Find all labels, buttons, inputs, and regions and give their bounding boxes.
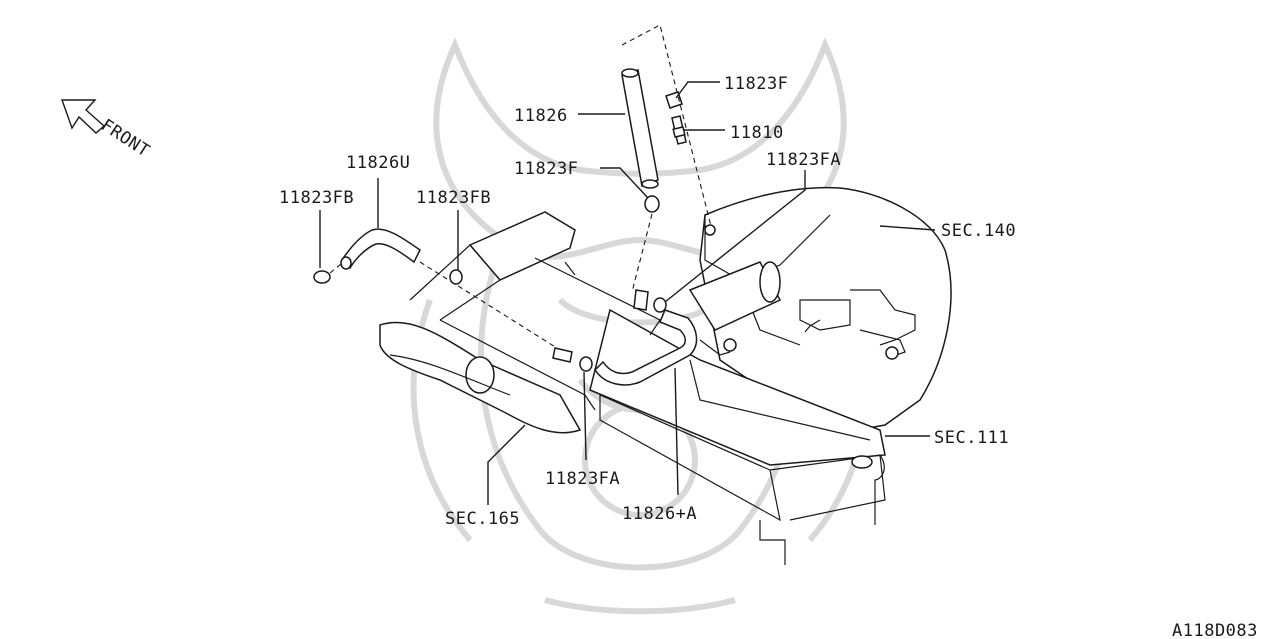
throttle-pipe <box>688 261 782 331</box>
figure-code: A118D083 <box>1172 621 1258 639</box>
intake-manifold-section <box>699 186 952 436</box>
callout-11823FB-mid: 11823FB <box>416 188 491 208</box>
front-label: FRONT <box>97 115 153 161</box>
hose-11826A <box>552 289 737 386</box>
callout-11826A: 11826+A <box>622 504 697 524</box>
callout-11810: 11810 <box>730 123 784 143</box>
callout-11823F-mid: 11823F <box>514 159 578 179</box>
front-arrow-icon <box>61 99 106 134</box>
clamp-11823F-top <box>665 91 683 109</box>
callout-sec165: SEC.165 <box>445 509 520 529</box>
callout-11823F-top: 11823F <box>724 74 788 94</box>
callout-11826: 11826 <box>514 106 568 126</box>
connection-lines <box>329 24 713 351</box>
callout-sec140: SEC.140 <box>941 221 1016 241</box>
callout-11826U: 11826U <box>346 153 410 173</box>
air-intake-tube <box>379 321 582 434</box>
leader-lines <box>319 81 936 505</box>
callout-11823FA-bottom: 11823FA <box>545 469 620 489</box>
pcv-valve-11810 <box>671 115 687 145</box>
hose-11826 <box>621 68 659 189</box>
fitting-top <box>704 224 716 236</box>
clamp-11823F-mid <box>644 195 660 213</box>
clamp-11823FB-mid <box>449 269 463 285</box>
callout-sec111: SEC.111 <box>934 428 1009 448</box>
left-bank-cover <box>409 211 661 411</box>
callout-11823FB-left: 11823FB <box>279 188 354 208</box>
callout-11823FA-top: 11823FA <box>766 150 841 170</box>
rocker-cover-section <box>589 308 886 565</box>
hose-11826U <box>340 228 421 270</box>
clamp-11823FB-left <box>313 270 331 284</box>
